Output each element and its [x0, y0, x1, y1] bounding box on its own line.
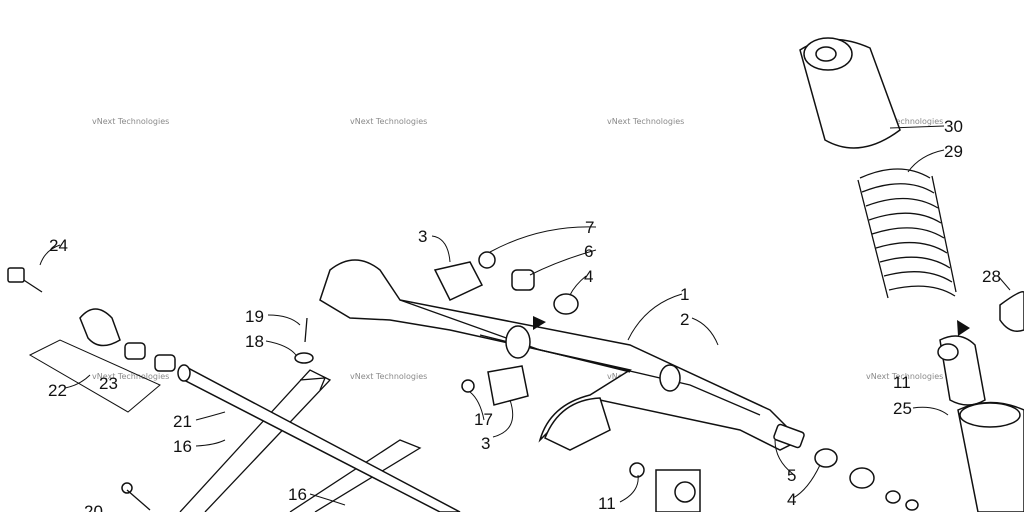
callout-6: 6: [584, 242, 593, 261]
shock-boot-part: [799, 37, 901, 149]
shock-absorber-part: [937, 335, 1024, 512]
fastener-set-part: [7, 267, 176, 413]
callout-16: 16: [173, 437, 192, 456]
bolt-washer-part: [121, 317, 475, 511]
callout-22: 22: [48, 381, 67, 400]
watermark: vNext Technologies: [866, 372, 943, 381]
callout-25: 25: [893, 399, 912, 418]
watermark: vNext Technologies: [92, 117, 169, 126]
direction-arrow: [957, 320, 970, 336]
watermark: vNext Technologies: [350, 372, 427, 381]
callout-23: 23: [99, 374, 118, 393]
bracket-part: [629, 462, 701, 512]
callout-20: 20: [84, 502, 103, 512]
callout-3: 3: [481, 434, 490, 453]
watermark: vNext Technologies: [92, 372, 169, 381]
callout-28: 28: [982, 267, 1001, 286]
callout-7: 7: [585, 218, 594, 237]
callout-2: 2: [680, 310, 689, 329]
callout-11: 11: [598, 494, 616, 512]
callout-24: 24: [49, 236, 68, 255]
callout-21: 21: [173, 412, 192, 431]
callout-5: 5: [787, 466, 796, 485]
callout-19: 19: [245, 307, 264, 326]
lower-hardware-part: [773, 423, 919, 511]
direction-arrow: [533, 316, 546, 330]
callout-29: 29: [944, 142, 963, 161]
coil-spring-part: [857, 168, 957, 299]
shaft-part: [177, 364, 461, 512]
callout-4: 4: [787, 490, 796, 509]
callout-17: 17: [474, 410, 493, 429]
watermark: vNext Technologies: [350, 117, 427, 126]
callout-16: 16: [288, 485, 307, 504]
callout-30: 30: [944, 117, 963, 136]
callout-11: 11: [893, 373, 911, 392]
clip-part: [999, 291, 1024, 332]
rail-part: [179, 369, 422, 512]
bushing-part: [433, 261, 484, 301]
watermark: vNext Technologies: [866, 117, 943, 126]
a-arm-part: [319, 259, 802, 451]
bushing-part: [487, 365, 529, 406]
hardware-stack-part: [478, 251, 579, 315]
callout-labels: 1 2 3 3 4 4 5 6 7 11 11 16 16 17 18 19 2…: [48, 117, 1001, 512]
watermark: vNext Technologies: [607, 117, 684, 126]
leader-lines: [39, 125, 1011, 506]
callout-18: 18: [245, 332, 264, 351]
callout-4: 4: [584, 267, 593, 286]
callout-3: 3: [418, 227, 427, 246]
callout-1: 1: [680, 285, 689, 304]
